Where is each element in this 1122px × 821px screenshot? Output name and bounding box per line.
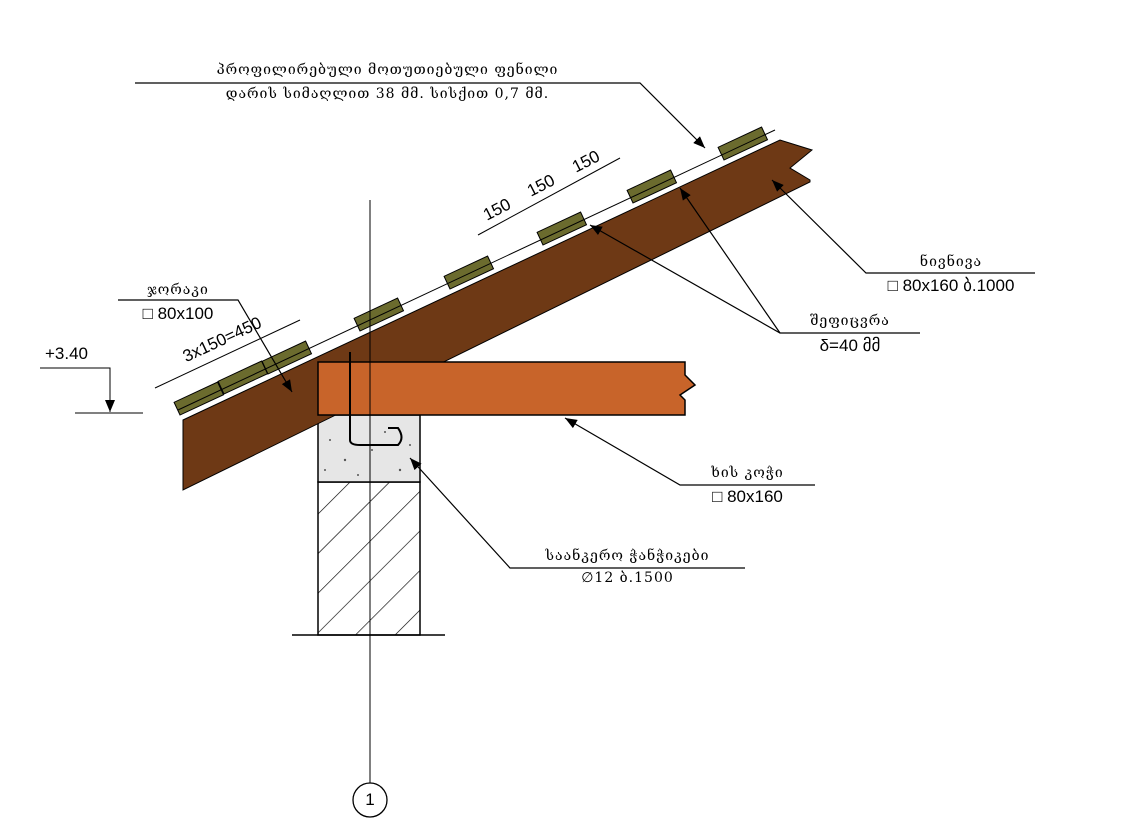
beam-label: ხის კოჭი — [711, 465, 784, 481]
dim-line-batten-span — [154, 319, 301, 389]
anchors-spec: ∅12 ბ.1500 — [581, 570, 674, 586]
axis-label: 1 — [365, 790, 375, 809]
leader-lines — [118, 82, 1035, 569]
rafter — [182, 139, 814, 491]
purlin-label: ნივნივა — [919, 254, 983, 270]
wall — [317, 481, 421, 636]
purlin-spec: □ 80x160 ბ.1000 — [887, 276, 1015, 295]
sheet-label-line1: პროფილირებული მოთუთიებული ფენილი — [216, 62, 559, 78]
anchor-bolt — [349, 352, 403, 446]
boarding-label: შეფიცვრა — [810, 313, 890, 329]
batten-spec: □ 80x100 — [142, 304, 214, 323]
concrete-bond-beam — [317, 414, 421, 483]
axis-marker — [352, 782, 388, 818]
level-mark — [40, 367, 143, 414]
anchors-label: საანკერო ჭანჭიკები — [545, 548, 710, 564]
beam-spec: □ 80x160 — [712, 487, 783, 506]
wood-beam — [317, 361, 697, 416]
concrete-dots — [324, 431, 411, 476]
batten-label: ჯორაკი — [147, 282, 209, 298]
dim-line-spacing — [477, 157, 621, 236]
roof-sheet — [177, 129, 776, 411]
level-label: +3.40 — [45, 344, 89, 363]
sheet-label-line2: დარის სიმაღლით 38 მმ. სისქით 0,7 მმ. — [225, 86, 550, 102]
boarding-spec: δ=40 მმ — [819, 336, 881, 355]
